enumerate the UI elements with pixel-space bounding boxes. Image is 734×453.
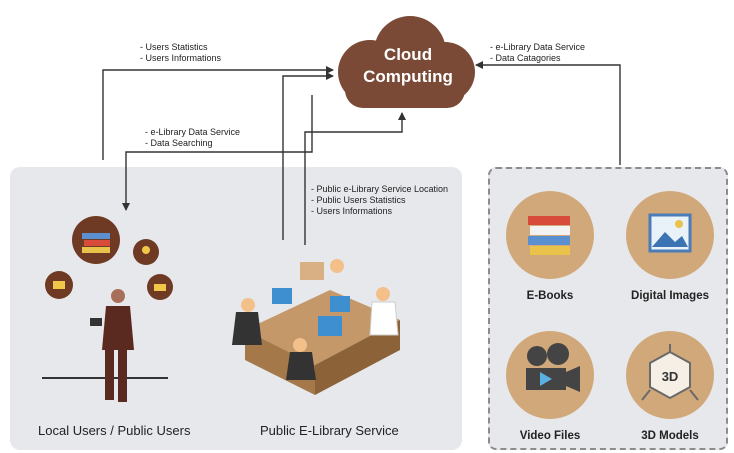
label-digital-images: Digital Images <box>631 290 709 302</box>
caption-local-users: Local Users / Public Users <box>38 423 191 438</box>
cloud-shape <box>338 16 475 108</box>
caption-public-library: Public E-Library Service <box>260 423 399 438</box>
note-line: - Data Searching <box>145 138 213 148</box>
note-line: - Users Informations <box>140 53 222 63</box>
arrow-data-search <box>122 95 313 211</box>
monitor-2 <box>330 296 350 312</box>
arrow-public-service <box>282 72 334 240</box>
note-line: - Users Statistics <box>140 42 208 52</box>
note-line: - e-Library Data Service <box>490 42 586 52</box>
note-data-service-left: - e-Library Data Service - Data Searchin… <box>145 127 240 149</box>
label-3d-models: 3D Models <box>641 430 699 442</box>
person-body <box>102 306 134 350</box>
note-line: - Public e-Library Service Location <box>311 184 449 194</box>
note-line: - Public Users Statistics <box>311 195 406 205</box>
arrow-resources <box>475 61 621 165</box>
cloud-label-line2: Computing <box>363 67 453 86</box>
cloud-label-line1: Cloud <box>383 45 433 64</box>
monitor-1 <box>272 288 292 304</box>
note-line: - e-Library Data Service <box>145 127 241 137</box>
monitor-3 <box>318 316 342 336</box>
3d-badge-label: 3D <box>662 369 679 384</box>
person-head <box>111 289 125 303</box>
note-data-service-right: - e-Library Data Service - Data Catagori… <box>490 42 585 64</box>
label-ebooks: E-Books <box>526 290 574 302</box>
label-video-files: Video Files <box>519 430 581 442</box>
tablet-icon <box>90 318 102 326</box>
note-public-service: - Public e-Library Service Location - Pu… <box>311 184 448 217</box>
note-line: - Users Informations <box>311 206 393 216</box>
note-users-statistics: - Users Statistics - Users Informations <box>140 42 221 64</box>
note-line: - Data Catagories <box>490 53 561 63</box>
connector-arrows <box>102 61 621 245</box>
cloud-computing-label: Cloud Computing <box>338 44 478 88</box>
resource-circles: 3D <box>506 191 714 419</box>
office-illustration <box>232 259 400 395</box>
local-users-illustration <box>42 216 173 402</box>
arrow-users-stats <box>102 66 334 160</box>
arrow-public-up <box>304 112 406 245</box>
